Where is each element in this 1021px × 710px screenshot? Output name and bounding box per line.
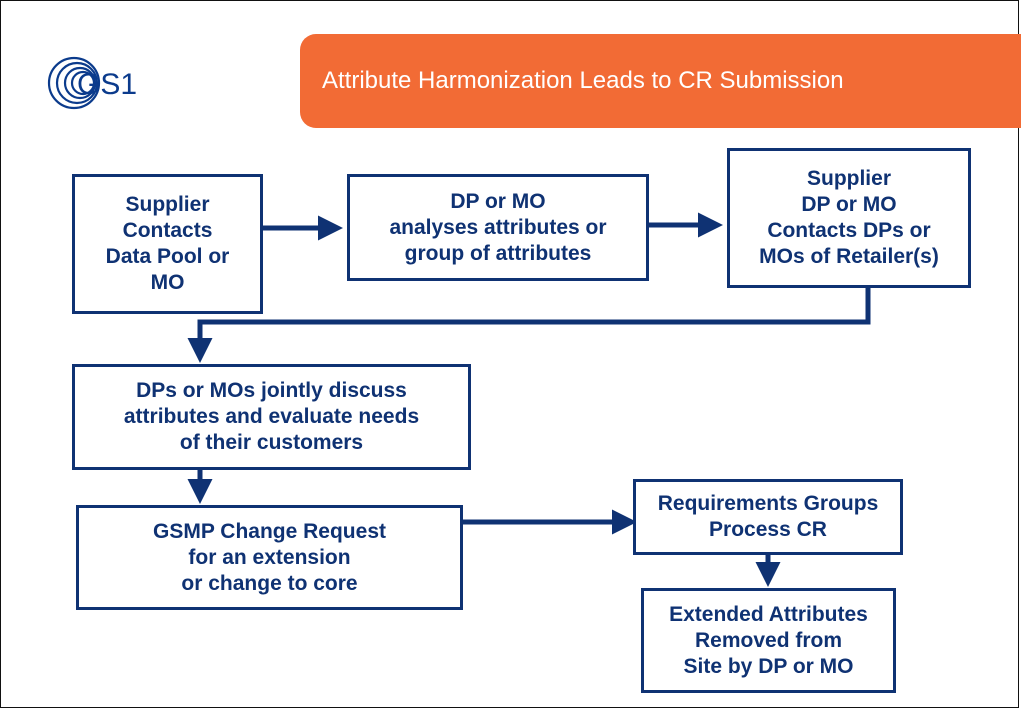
node-label: MOs of Retailer(s) [759, 245, 939, 268]
title-banner: Attribute Harmonization Leads to CR Subm… [300, 34, 1021, 128]
node-supplier-contacts: Supplier Contacts Data Pool or MO [72, 174, 263, 314]
logo-text: GS1 [77, 68, 137, 101]
node-contacts-dps: Supplier DP or MO Contacts DPs or MOs of… [727, 148, 971, 288]
node-analyses: DP or MO analyses attributes or group of… [347, 174, 649, 281]
node-label: MO [150, 271, 185, 294]
node-label: group of attributes [404, 241, 592, 265]
node-label: or change to core [181, 571, 358, 595]
node-label: attributes and evaluate needs [123, 405, 420, 428]
node-label: Removed from [694, 628, 843, 652]
node-label: Data Pool or [105, 245, 230, 268]
node-label: Contacts DPs or [767, 219, 931, 242]
node-label: of their customers [179, 431, 364, 454]
node-label: Contacts [122, 219, 213, 242]
node-label: Supplier [125, 193, 210, 216]
node-extended-attributes: Extended Attributes Removed from Site by… [641, 588, 896, 693]
slide-title: Attribute Harmonization Leads to CR Subm… [322, 67, 844, 94]
node-requirements-groups: Requirements Groups Process CR [633, 479, 903, 555]
node-change-request: GSMP Change Request for an extension or … [76, 505, 463, 610]
node-label: GSMP Change Request [153, 519, 386, 543]
node-label: DP or MO [450, 189, 546, 213]
node-jointly-discuss: DPs or MOs jointly discuss attributes an… [72, 364, 471, 470]
node-label: for an extension [188, 545, 351, 569]
node-label: Extended Attributes [669, 602, 868, 626]
node-label: Supplier [806, 167, 891, 190]
node-label: DPs or MOs jointly discuss [136, 379, 407, 402]
node-label: Process CR [709, 518, 827, 541]
arrow-contacts-to-jointly [187, 288, 871, 363]
node-label: analyses attributes or [389, 215, 607, 239]
node-label: Site by DP or MO [683, 654, 854, 678]
node-label: DP or MO [801, 193, 897, 216]
gs1-logo: GS1 [44, 55, 154, 111]
node-label: Requirements Groups [657, 492, 879, 515]
